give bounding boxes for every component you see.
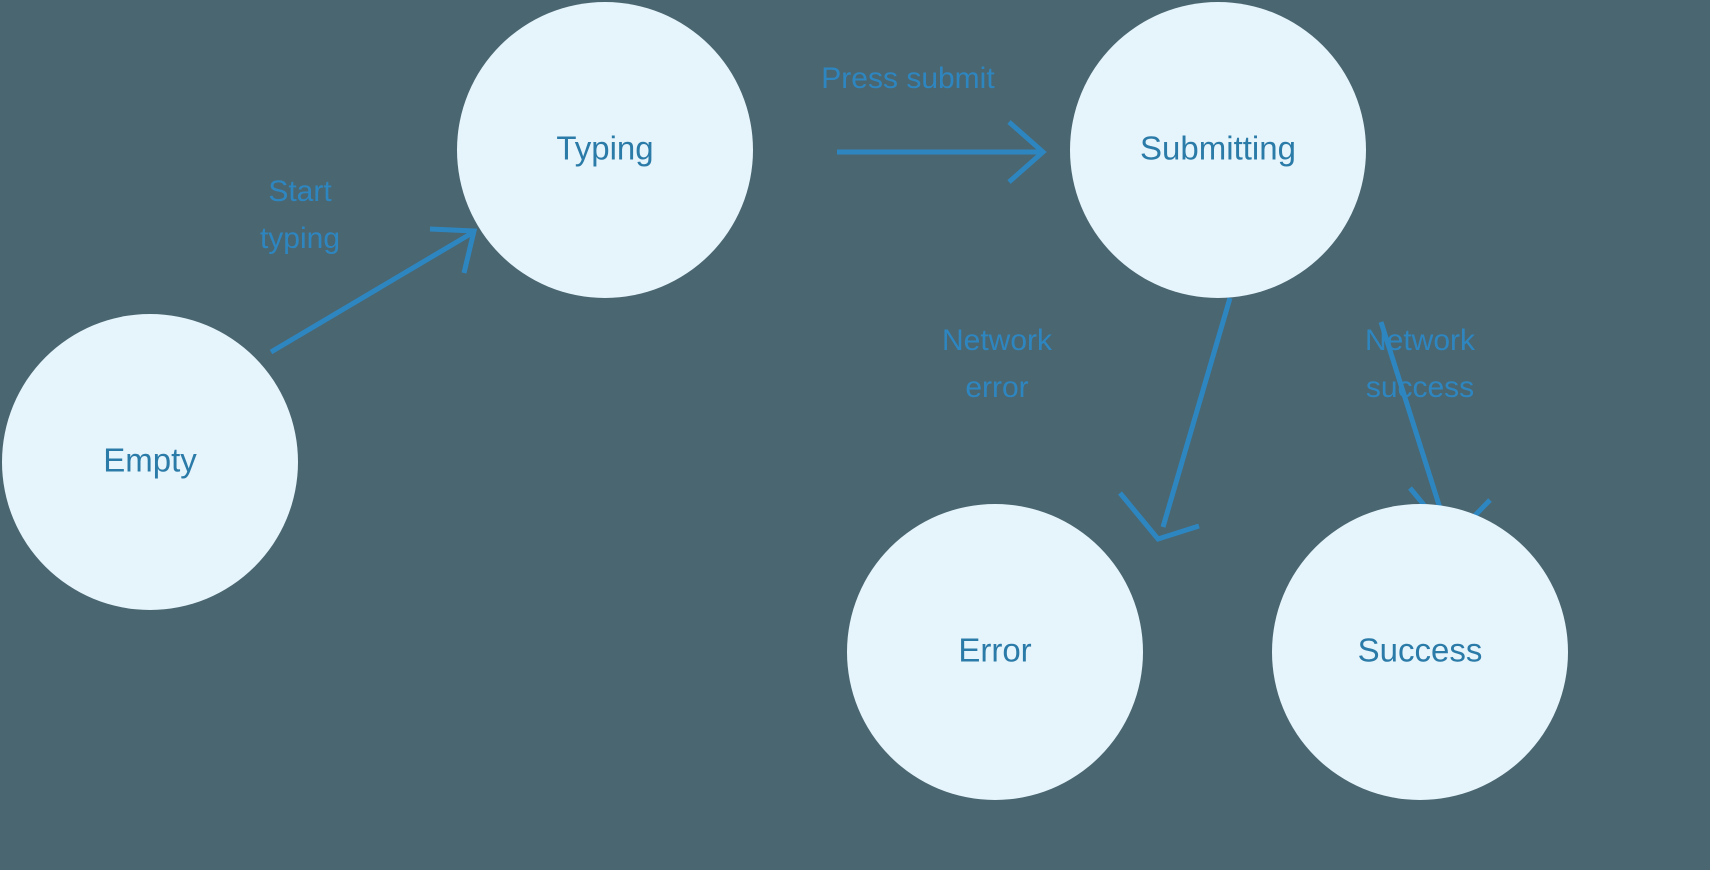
edge-label-press-submit: Press submit: [821, 62, 995, 95]
edge-label-network-success-line1: Network: [1365, 324, 1476, 357]
edge-label-network-error-line2: error: [965, 371, 1028, 404]
node-submitting-label: Submitting: [1140, 130, 1296, 167]
edge-line-empty-to-typing: [269, 230, 474, 355]
edge-label-empty-to-typing: Start typing: [260, 175, 340, 255]
arrowhead-typing-to-submitting: [1007, 120, 1047, 184]
edge-empty-to-typing: [269, 226, 478, 355]
node-typing-label: Typing: [556, 130, 653, 167]
edge-label-start-typing-line1: Start: [268, 175, 332, 208]
node-success-label: Success: [1358, 632, 1483, 669]
node-success-circle[interactable]: [1272, 504, 1568, 800]
edge-typing-to-submitting: [837, 120, 1047, 184]
edge-label-submitting-to-error: Network error: [942, 324, 1053, 404]
node-empty-circle[interactable]: [2, 314, 298, 610]
arrowhead-submitting-to-error: [1118, 491, 1200, 542]
edge-label-typing-to-submitting: Press submit: [821, 62, 995, 95]
arrowhead-empty-to-typing: [429, 226, 478, 274]
node-success[interactable]: Success: [1272, 504, 1568, 800]
node-empty[interactable]: Empty: [2, 314, 298, 610]
node-error[interactable]: Error: [847, 504, 1143, 800]
node-error-circle[interactable]: [847, 504, 1143, 800]
node-error-label: Error: [958, 632, 1031, 669]
edge-label-start-typing-line2: typing: [260, 222, 340, 255]
node-empty-label: Empty: [103, 442, 197, 479]
edge-submitting-to-error: [1118, 297, 1233, 542]
node-typing[interactable]: Typing: [457, 2, 753, 298]
node-submitting[interactable]: Submitting: [1070, 2, 1366, 298]
edge-label-submitting-to-success: Network success: [1365, 324, 1476, 404]
node-typing-circle[interactable]: [457, 2, 753, 298]
edge-line-submitting-to-error: [1160, 297, 1233, 528]
edge-line-submitting-to-success: [1378, 321, 1449, 528]
edge-label-network-error-line1: Network: [942, 324, 1053, 357]
node-submitting-circle[interactable]: [1070, 2, 1366, 298]
edge-label-network-success-line2: success: [1366, 371, 1474, 404]
